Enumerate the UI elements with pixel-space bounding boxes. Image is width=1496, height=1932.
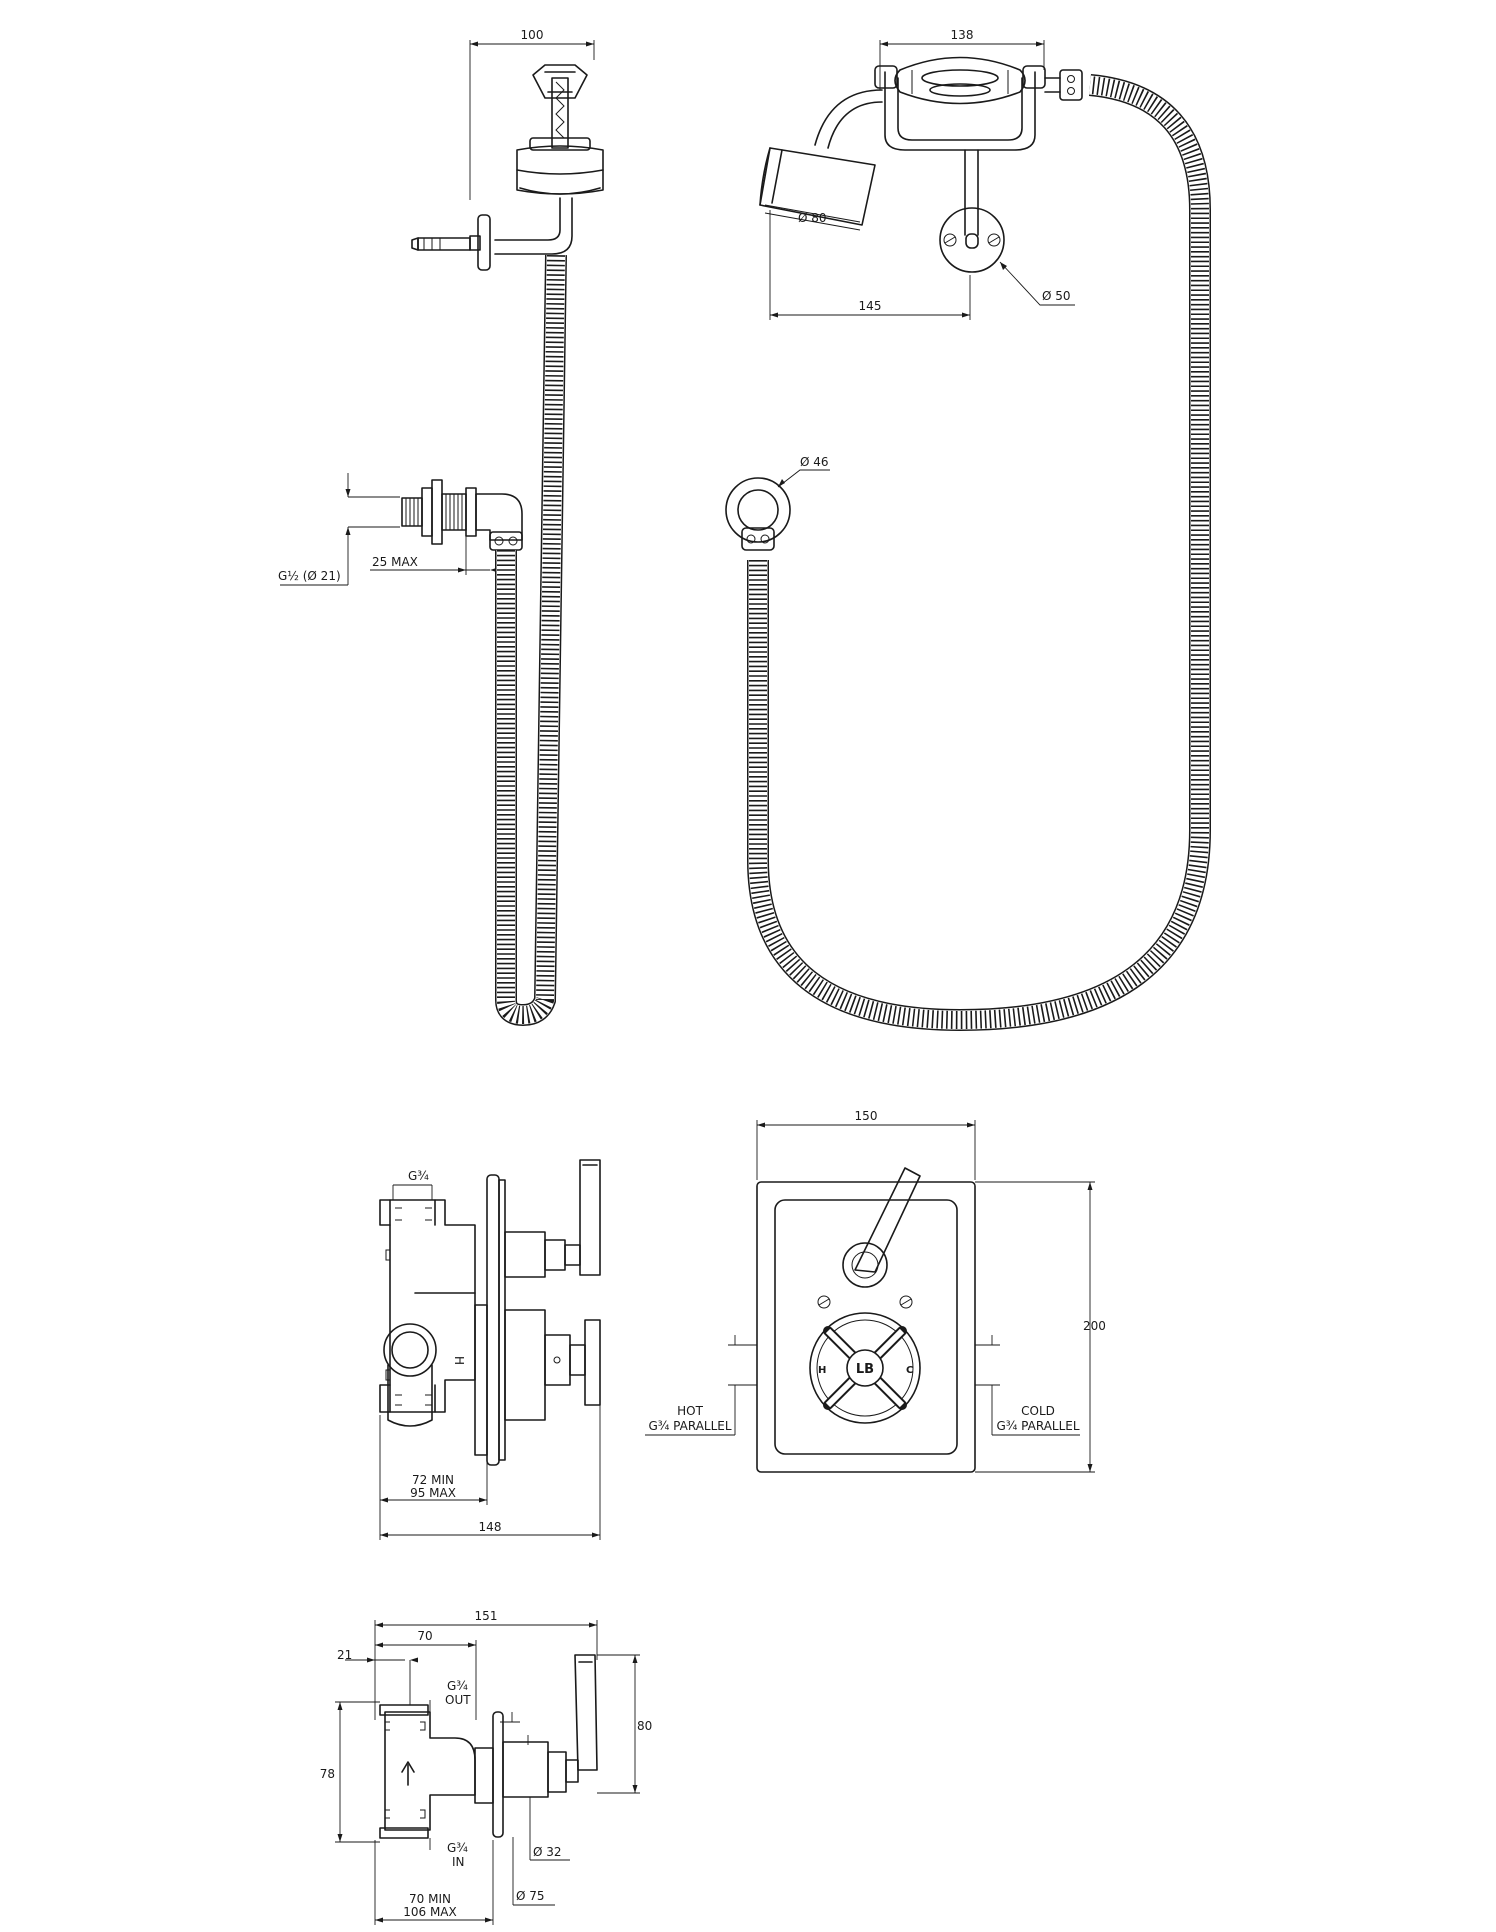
- dim-g34-top: G¾: [408, 1169, 429, 1183]
- dim-25max: 25 MAX: [372, 555, 418, 569]
- body-h-mark: H: [452, 1356, 466, 1365]
- dim-g12: G½ (Ø 21): [278, 569, 341, 583]
- dim-100: 100: [521, 28, 544, 42]
- dim-70: 70: [417, 1629, 432, 1643]
- mark-c: C: [906, 1365, 913, 1376]
- dim-200: 200: [1083, 1319, 1106, 1333]
- dim-21: 21: [337, 1648, 352, 1662]
- dim-80-side: 80: [637, 1719, 652, 1733]
- diverter-side-view: 151 70 21 G¾ OUT: [320, 1609, 652, 1925]
- dim-151: 151: [475, 1609, 498, 1623]
- mark-lb: LB: [856, 1362, 874, 1377]
- dim-78: 78: [320, 1767, 335, 1781]
- dim-d75: Ø 75: [516, 1889, 545, 1903]
- dim-148: 148: [479, 1520, 502, 1534]
- shower-kit-side-view: 100 G½ (Ø 21): [278, 28, 604, 1027]
- dim-d80-head: Ø 80: [798, 211, 827, 225]
- dim-138: 138: [951, 28, 974, 42]
- cold-label-2: G¾ PARALLEL: [996, 1419, 1079, 1433]
- valve-front-view: 150 LB H C 200 HOT G¾ PARALL: [645, 1109, 1106, 1473]
- dim-95max: 95 MAX: [410, 1486, 456, 1500]
- dim-72min: 72 MIN: [412, 1473, 454, 1487]
- dim-150: 150: [855, 1109, 878, 1123]
- g34-out-2: OUT: [445, 1693, 471, 1707]
- dim-70min: 70 MIN: [409, 1892, 451, 1906]
- dim-d32: Ø 32: [533, 1845, 562, 1859]
- g34-in-2: IN: [452, 1855, 465, 1869]
- g34-in-1: G¾: [447, 1841, 468, 1855]
- dim-d50: Ø 50: [1042, 289, 1071, 303]
- valve-side-view: G¾ H: [379, 1159, 601, 1540]
- hot-label-1: HOT: [677, 1404, 703, 1418]
- dim-d46: Ø 46: [800, 455, 829, 469]
- shower-kit-front-view: 138 Ø 80: [725, 28, 1211, 1032]
- dim-145: 145: [859, 299, 882, 313]
- cold-label-1: COLD: [1021, 1404, 1055, 1418]
- hot-label-2: G¾ PARALLEL: [648, 1419, 731, 1433]
- mark-h: H: [818, 1365, 826, 1376]
- g34-out-1: G¾: [447, 1679, 468, 1693]
- dim-106max: 106 MAX: [403, 1905, 457, 1919]
